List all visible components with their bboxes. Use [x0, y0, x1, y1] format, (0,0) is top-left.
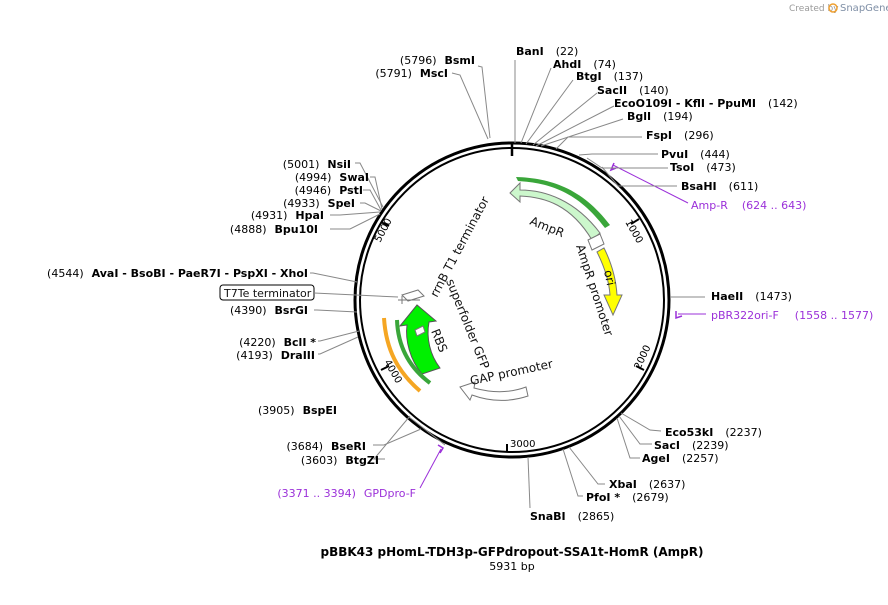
site-label: (3684)BseRI	[286, 440, 366, 453]
credit-text: Created by	[789, 4, 839, 14]
site-label: (4390)BsrGI	[230, 304, 308, 317]
brand-text: SnapGene	[840, 3, 888, 14]
site-label: (4193)DraIII	[236, 349, 315, 362]
site-label: PvuI(444)	[661, 148, 730, 161]
primer-label: pBR322ori-F(1558 .. 1577)	[711, 309, 873, 322]
feature-ampr-promoter-arrow[interactable]	[587, 233, 605, 251]
feature-gfp-orf-arc	[395, 319, 432, 385]
primer-label: (3371 .. 3394)GPDpro-F	[277, 487, 416, 500]
site-label: (4888)Bpu10I	[230, 223, 318, 236]
site-label: TsoI(473)	[670, 161, 736, 174]
feature-superfolder-gfp-arrow[interactable]	[398, 304, 441, 375]
site-label: BsaHI(611)	[681, 180, 758, 193]
site-label: (5796)BsmI	[400, 54, 475, 67]
tick-mark	[635, 365, 645, 371]
site-label: SacI(2239)	[654, 439, 729, 452]
site-label: (5791)MscI	[375, 67, 448, 80]
site-label: (3905)BspEI	[258, 404, 337, 417]
site-label: (4933)SpeI	[283, 197, 355, 210]
site-label: BtgI(137)	[576, 70, 643, 83]
site-label: AgeI(2257)	[642, 452, 719, 465]
site-label: EcoO109I - KflI - PpuMI(142)	[614, 97, 798, 110]
site-label: XbaI(2637)	[609, 478, 685, 491]
leader-line	[612, 164, 689, 204]
site-label: FspI(296)	[646, 129, 714, 142]
feature-label-superfolder-gfp: superfolder GFP	[443, 277, 492, 371]
feature-gap-promoter-arrow[interactable]	[459, 381, 529, 402]
site-label: (4544)AvaI - BsoBI - PaeR7I - PspXI - Xh…	[47, 267, 308, 280]
feature-rrnb-t1-terminator-mark[interactable]	[401, 289, 425, 302]
feature-label-ampr: AmpR	[528, 214, 566, 240]
tick-label-3000: 3000	[510, 439, 535, 450]
site-label: (4994)SwaI	[295, 171, 369, 184]
site-label: (4220)BclI *	[239, 336, 316, 349]
site-label: Eco53kI(2237)	[665, 426, 762, 439]
feature-label-rbs: RBS	[428, 327, 450, 354]
site-label: (4931)HpaI	[251, 209, 324, 222]
tick-mark	[380, 221, 390, 227]
site-leaders-left	[310, 65, 491, 460]
tick-label-1000: 1000	[622, 218, 644, 246]
feature-rbs-mark[interactable]	[414, 325, 426, 337]
site-label: (5001)NsiI	[283, 158, 351, 171]
feature-orange-orf-arc	[382, 317, 422, 393]
primer-gpdpro-f-mark[interactable]	[437, 444, 445, 454]
site-leaders-right	[514, 60, 705, 509]
primer-label: Amp-R(624 .. 643)	[691, 199, 806, 212]
tick-mark	[630, 218, 640, 225]
site-label: (3603)BtgZI	[301, 454, 379, 467]
site-label: SacII(140)	[597, 84, 669, 97]
site-label: BglI(194)	[627, 110, 693, 123]
site-label: BanI(22)	[516, 45, 578, 58]
site-label: AhdI(74)	[553, 58, 616, 71]
site-label: PfoI *(2679)	[586, 491, 669, 504]
t7te-label-box	[219, 284, 315, 301]
site-label: SnaBI(2865)	[530, 510, 614, 523]
feature-ampr-orf-arc	[516, 177, 610, 228]
tick-label-2000: 2000	[633, 344, 654, 372]
feature-label-ori: ori	[601, 269, 618, 287]
feature-label-t7te-terminator: T7Te terminator	[223, 287, 312, 300]
snapgene-logo-icon	[828, 3, 838, 13]
feature-ori-arrow[interactable]	[596, 247, 623, 317]
plasmid-length: 5931 bp	[489, 560, 534, 573]
feature-ampr-arrow[interactable]	[509, 181, 601, 241]
feature-t7te-terminator-mark[interactable]	[398, 296, 420, 304]
plasmid-title: pBBK43 pHomL-TDH3p-GFPdropout-SSA1t-HomR…	[321, 545, 704, 559]
site-label: HaeII(1473)	[711, 290, 792, 303]
site-label: (4946)PstI	[295, 184, 363, 197]
leader-line	[419, 448, 442, 489]
primer-pbr322ori-f-mark[interactable]	[675, 311, 683, 320]
tick-mark	[380, 365, 390, 371]
leader-line	[313, 292, 399, 298]
